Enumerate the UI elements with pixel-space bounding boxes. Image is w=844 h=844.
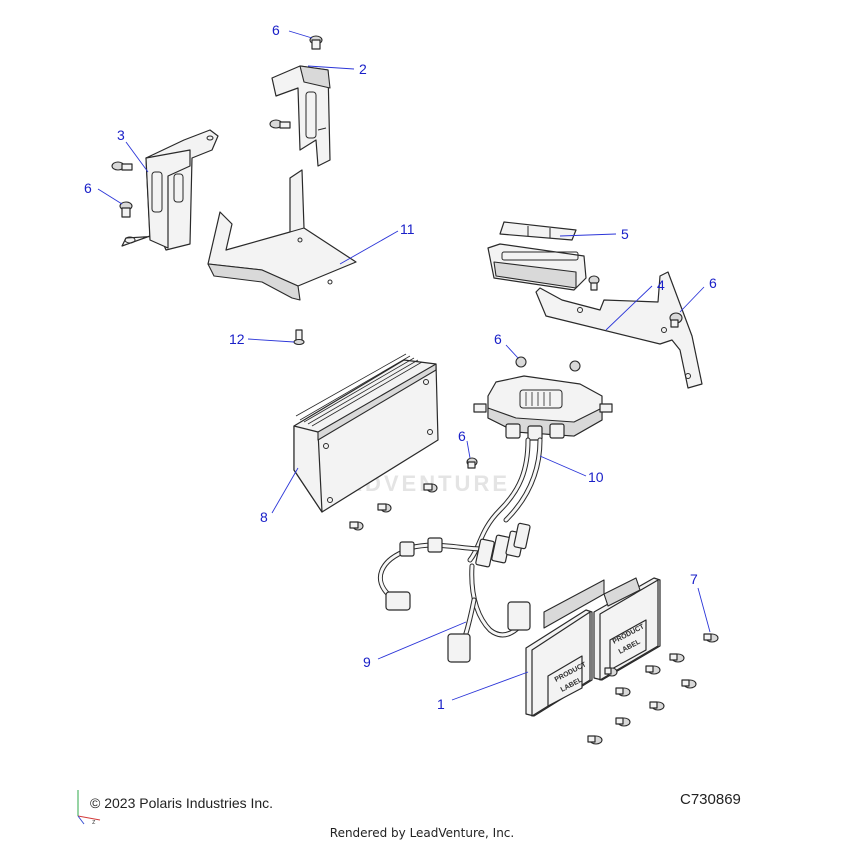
nut-6-mid[interactable]	[515, 356, 527, 368]
part-1-module-right[interactable]: PRODUCT LABEL	[593, 577, 661, 681]
part-8-heatsink[interactable]	[293, 353, 439, 513]
bolt-7-a[interactable]	[703, 633, 719, 643]
part-11-tray[interactable]	[207, 169, 357, 301]
bolt-heatsink-a[interactable]	[423, 483, 438, 493]
callout-7: 7	[690, 571, 698, 587]
callout-12: 12	[229, 331, 245, 347]
part-9-harness[interactable]	[377, 437, 543, 663]
bolt-6-left[interactable]	[119, 201, 133, 218]
bolt-7-i[interactable]	[604, 667, 618, 677]
callout-8: 8	[260, 509, 268, 525]
callout-5: 5	[621, 226, 629, 242]
bolt-heatsink-c[interactable]	[349, 521, 364, 531]
callout-2: 2	[359, 61, 367, 77]
bolt-7-c[interactable]	[681, 679, 697, 689]
bolt-bracket-3-upper[interactable]	[111, 161, 133, 171]
part-5-cover[interactable]	[487, 221, 587, 291]
callout-4: 4	[657, 277, 665, 293]
diagram-code: C730869	[680, 791, 741, 808]
bolt-6-top[interactable]	[309, 35, 323, 50]
callout-6: 6	[458, 428, 466, 444]
callout-11: 11	[400, 221, 415, 237]
part-12-screw[interactable]	[293, 329, 305, 346]
part-10-fuse-box[interactable]	[473, 375, 613, 441]
bolt-7-h[interactable]	[587, 735, 603, 745]
callout-1: 1	[437, 696, 445, 712]
callouts: 6 2 3 6 11 12 5 4 6 6 6 10 8 7 9 1	[84, 22, 717, 712]
bolt-7-g[interactable]	[615, 717, 631, 727]
callout-9: 9	[363, 654, 371, 670]
callout-10: 10	[588, 469, 604, 485]
rendered-by-text: Rendered by LeadVenture, Inc.	[329, 826, 515, 840]
axis-triad-icon: z	[77, 790, 101, 826]
bolt-6-right[interactable]	[669, 312, 683, 328]
part-1-module-left[interactable]: PRODUCT LABEL	[525, 579, 605, 717]
part-2-bracket[interactable]	[271, 65, 331, 167]
bolt-7-f[interactable]	[649, 701, 665, 711]
bolt-bracket-2[interactable]	[269, 119, 291, 129]
clip-5[interactable]	[588, 275, 600, 291]
bolt-6-heatsink[interactable]	[466, 457, 478, 469]
bolt-7-e[interactable]	[615, 687, 631, 697]
part-4-bracket[interactable]	[535, 271, 703, 389]
callout-6: 6	[84, 180, 92, 196]
callout-3: 3	[117, 127, 125, 143]
bolt-7-d[interactable]	[645, 665, 661, 675]
copyright-text: © 2023 Polaris Industries Inc.	[90, 795, 274, 811]
bolt-heatsink-b[interactable]	[377, 503, 392, 513]
leader-lines	[97, 30, 711, 701]
callout-6: 6	[709, 275, 717, 291]
svg-text:z: z	[92, 819, 96, 826]
part-3-bracket[interactable]	[121, 129, 219, 251]
callout-6: 6	[494, 331, 502, 347]
nut-mid-right[interactable]	[569, 360, 581, 372]
callout-6: 6	[272, 22, 280, 38]
bolt-7-b[interactable]	[669, 653, 685, 663]
